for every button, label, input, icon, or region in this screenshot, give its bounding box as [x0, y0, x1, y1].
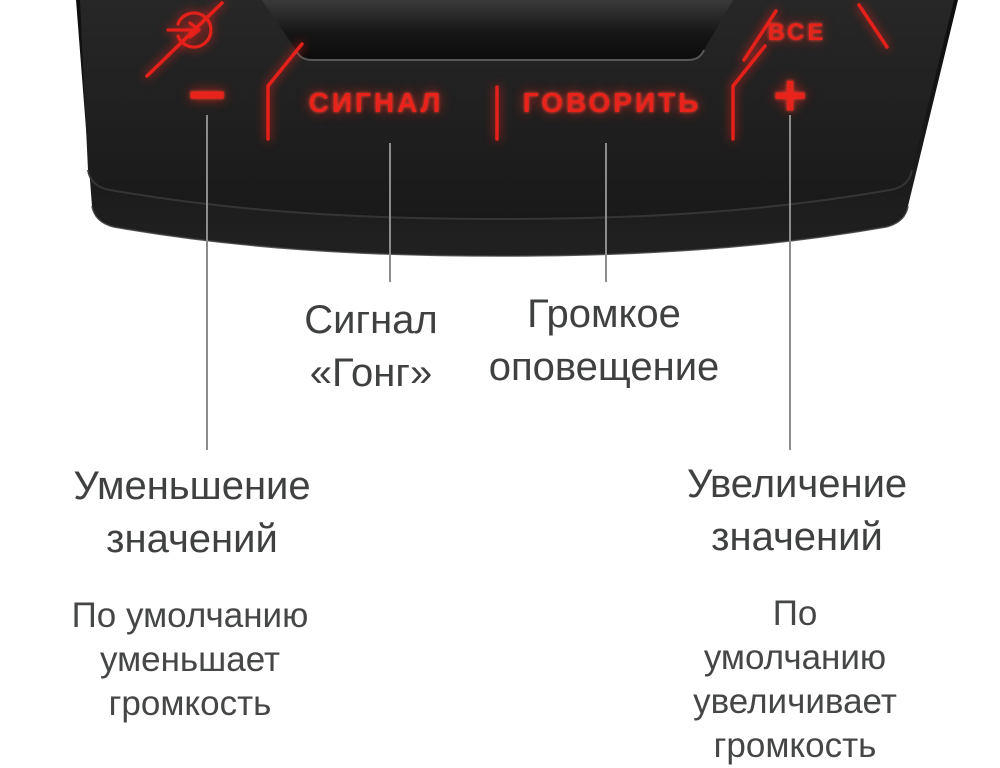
device-bottom-rim-highlight: [91, 205, 909, 257]
annotation-decrease-note: По умолчанию уменьшает громкость: [71, 596, 309, 723]
annotation-announcement: Громкое оповещение: [488, 292, 720, 389]
device-face-edge-highlight: [87, 169, 913, 221]
red-backlight-lines: [145, 1, 889, 141]
display-recess-lip-highlight: [295, 49, 705, 61]
annotation-increase-note: По умолчанию увеличивает громкость: [693, 594, 897, 765]
callout-line-plus: [789, 115, 791, 450]
display-recess: [262, 0, 733, 60]
device-panel-photo: [76, 0, 958, 257]
signal-button-label: СИГНАЛ: [308, 87, 444, 118]
enter-icon: [166, 11, 213, 49]
annotation-signal-gong: Сигнал «Гонг»: [304, 298, 438, 395]
all-button-label: ВСЕ: [767, 19, 827, 46]
callout-line-minus: [206, 115, 208, 450]
talk-button-label: ГОВОРИТЬ: [522, 87, 702, 118]
callout-line-signal: [389, 143, 391, 282]
callout-line-announcement: [605, 143, 607, 282]
annotation-increase-title: Увеличение значений: [686, 462, 908, 559]
annotation-decrease-title: Уменьшение значений: [73, 464, 311, 561]
